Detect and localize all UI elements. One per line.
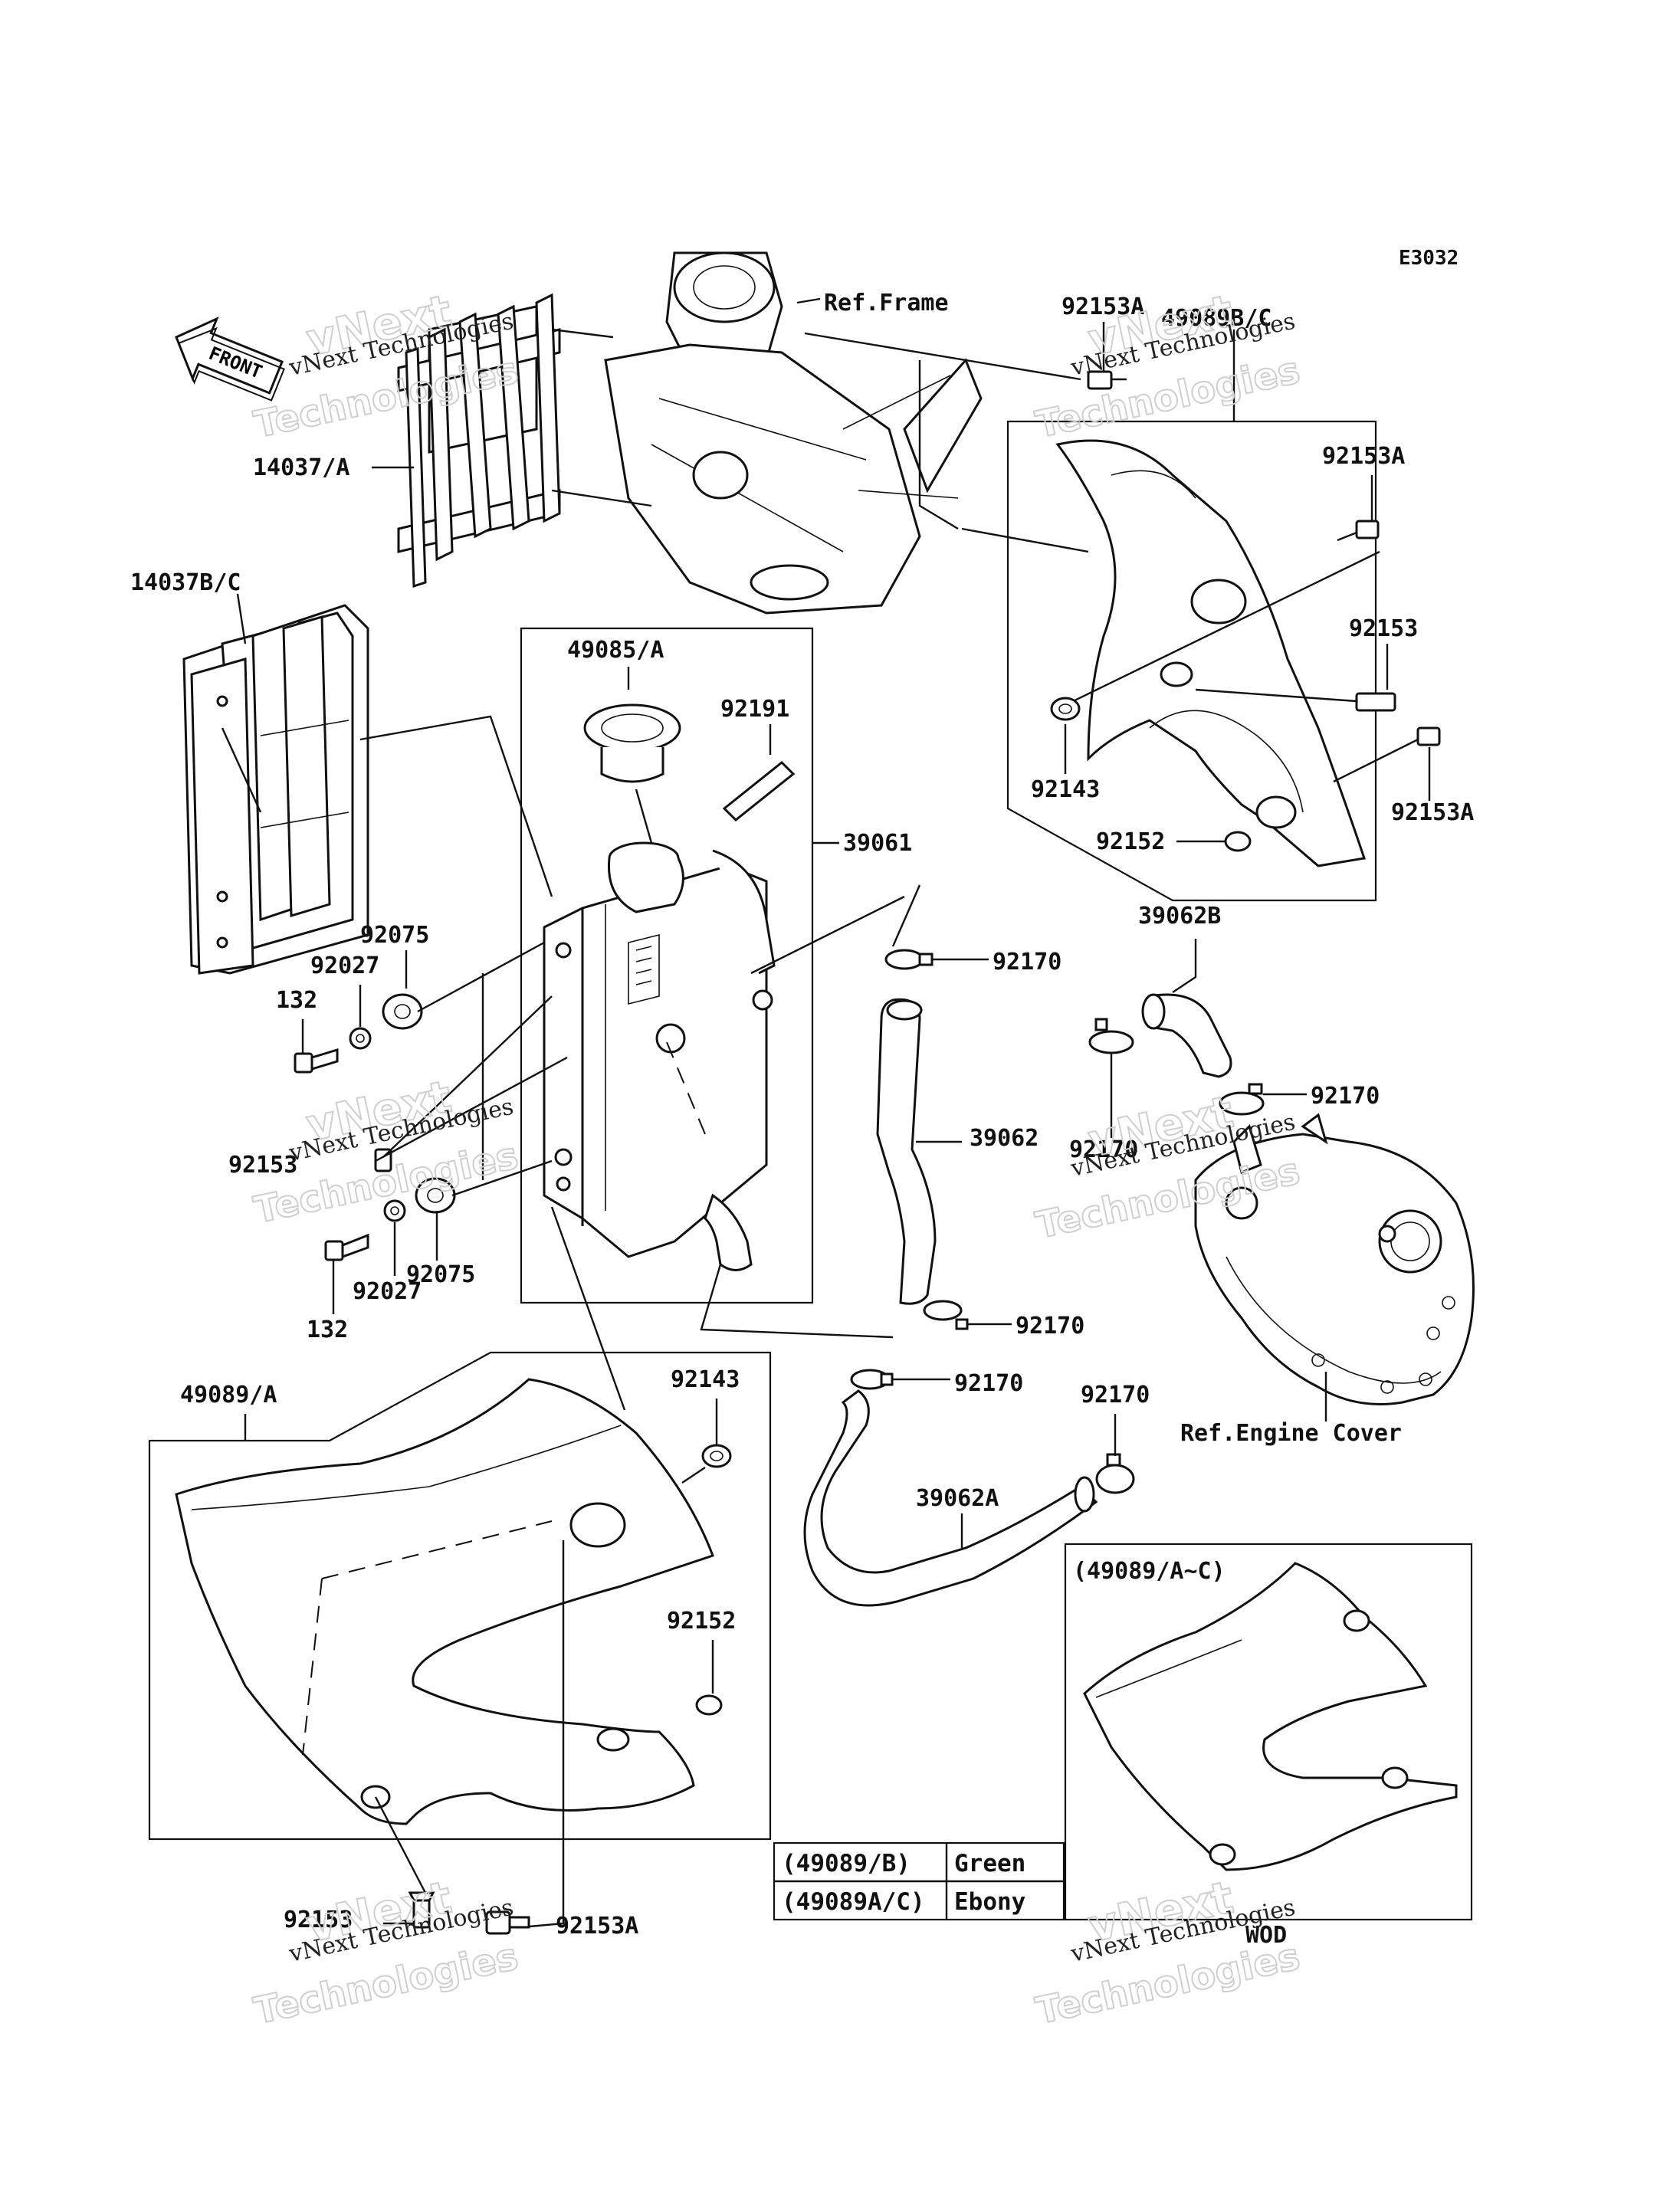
label-14037BC: 14037B/C bbox=[130, 569, 241, 596]
clamp-92170-b-drawing bbox=[1088, 1018, 1134, 1054]
watermark-6: vNext vNext Technologies Technologies bbox=[1032, 1871, 1304, 2034]
label-14037A: 14037/A bbox=[253, 454, 349, 481]
hose-39062B-drawing bbox=[1141, 993, 1232, 1078]
ref-engine-cover-label: Ref.Engine Cover bbox=[1180, 1420, 1402, 1447]
engine-cover-reference-drawing bbox=[1194, 1113, 1475, 1405]
label-92075-top: 92075 bbox=[360, 922, 429, 949]
grommet-92143-l-drawing bbox=[701, 1444, 732, 1468]
label-92191: 92191 bbox=[720, 696, 789, 723]
diagram-code: E3032 bbox=[1399, 247, 1459, 270]
table-cell-part-1: (49089/B) bbox=[782, 1850, 911, 1877]
label-wod: WOD bbox=[1245, 1922, 1287, 1949]
label-39062: 39062 bbox=[970, 1125, 1039, 1152]
label-92075-bot: 92075 bbox=[406, 1261, 475, 1288]
table-cell-color-2: Ebony bbox=[954, 1888, 1025, 1916]
label-92170-d: 92170 bbox=[1016, 1313, 1084, 1340]
ref-frame-label: Ref.Frame bbox=[824, 290, 949, 316]
clamp-92170-d-drawing bbox=[923, 1300, 969, 1330]
label-92170-b: 92170 bbox=[1069, 1136, 1138, 1163]
watermark-2: vNext vNext Technologies Technologies bbox=[1032, 284, 1304, 448]
bolt-132-bot-drawing bbox=[324, 1233, 369, 1261]
label-92153: 92153 bbox=[1349, 615, 1418, 642]
table-cell-part-2: (49089A/C) bbox=[782, 1888, 925, 1916]
bolt-92153A-bot-drawing bbox=[485, 1910, 530, 1935]
color-table: (49089/B) Green (49089A/C) Ebony bbox=[773, 1841, 1065, 1921]
watermark-5: vNext vNext Technologies Technologies bbox=[250, 1871, 523, 2034]
label-92143-l: 92143 bbox=[671, 1366, 740, 1393]
bolt-92153-bot-drawing bbox=[408, 1891, 435, 1929]
grommet-92143-r-drawing bbox=[1050, 697, 1081, 721]
label-92170-a: 92170 bbox=[993, 949, 1061, 976]
clamp-92170-a-drawing bbox=[884, 949, 934, 970]
hose-39062A-drawing bbox=[803, 1389, 1098, 1607]
shroud-left-drawing bbox=[175, 1378, 714, 1825]
label-39061: 39061 bbox=[843, 830, 912, 857]
label-132-bot: 132 bbox=[307, 1317, 348, 1343]
label-92027-bot: 92027 bbox=[353, 1278, 422, 1305]
label-92153A-top: 92153A bbox=[1061, 293, 1144, 320]
inset-shroud-drawing bbox=[1083, 1562, 1458, 1871]
grommet-92075-top-drawing bbox=[382, 993, 423, 1030]
bolt-132-top-drawing bbox=[294, 1048, 339, 1074]
label-39062B: 39062B bbox=[1138, 903, 1221, 930]
bolt-92153-drawing bbox=[1195, 688, 1396, 712]
hose-39062-drawing bbox=[876, 998, 937, 1305]
bolt-92153A-top-drawing bbox=[1087, 370, 1127, 390]
inset-title: (49089/A~C) bbox=[1073, 1558, 1226, 1585]
label-92153A-r2: 92153A bbox=[1391, 799, 1474, 826]
grommet-92152-l-drawing bbox=[695, 1694, 723, 1716]
label-92152-l: 92152 bbox=[667, 1608, 736, 1635]
frame-reference-drawing bbox=[604, 251, 983, 615]
grommet-92075-bot-drawing bbox=[415, 1177, 456, 1214]
clamp-92170-f-drawing bbox=[1095, 1453, 1135, 1494]
washer-92027-top-drawing bbox=[349, 1027, 372, 1050]
front-arrow-icon: FRONT bbox=[175, 316, 285, 402]
table-cell-color-1: Green bbox=[954, 1850, 1025, 1877]
clamp-92170-e-drawing bbox=[850, 1369, 894, 1390]
grommet-92152-r-drawing bbox=[1224, 831, 1252, 852]
label-49089A: 49089/A bbox=[180, 1382, 277, 1408]
radiator-drawing bbox=[543, 841, 776, 1271]
shroud-right-drawing bbox=[1055, 439, 1366, 867]
label-92143-r: 92143 bbox=[1031, 776, 1100, 803]
label-49089BC: 49089B/C bbox=[1161, 305, 1272, 332]
label-92153A-bot: 92153A bbox=[556, 1913, 638, 1940]
radiator-cap-drawing bbox=[583, 703, 681, 783]
label-39062A: 39062A bbox=[916, 1485, 999, 1512]
washer-92027-bot-drawing bbox=[383, 1199, 406, 1222]
louver-side-drawing bbox=[182, 604, 369, 975]
label-92152-r: 92152 bbox=[1096, 828, 1165, 855]
inset-box bbox=[1064, 1543, 1473, 1921]
bolt-92153A-r2-drawing bbox=[1333, 726, 1441, 783]
clamp-92170-c-drawing bbox=[1219, 1083, 1265, 1116]
label-92170-f: 92170 bbox=[1081, 1382, 1150, 1408]
bolt-92153A-r1-drawing bbox=[1337, 520, 1380, 542]
label-92170-c: 92170 bbox=[1311, 1083, 1380, 1110]
label-92170-e: 92170 bbox=[954, 1370, 1023, 1397]
label-92027-top: 92027 bbox=[310, 953, 379, 979]
louver-front-drawing bbox=[397, 293, 652, 589]
breather-hose-92191-drawing bbox=[722, 760, 796, 822]
label-92153-bot: 92153 bbox=[284, 1907, 353, 1933]
label-49085A: 49085/A bbox=[567, 637, 664, 664]
label-92153-l: 92153 bbox=[228, 1152, 297, 1179]
label-92153A-r1: 92153A bbox=[1322, 443, 1405, 470]
label-132-top: 132 bbox=[276, 987, 317, 1014]
